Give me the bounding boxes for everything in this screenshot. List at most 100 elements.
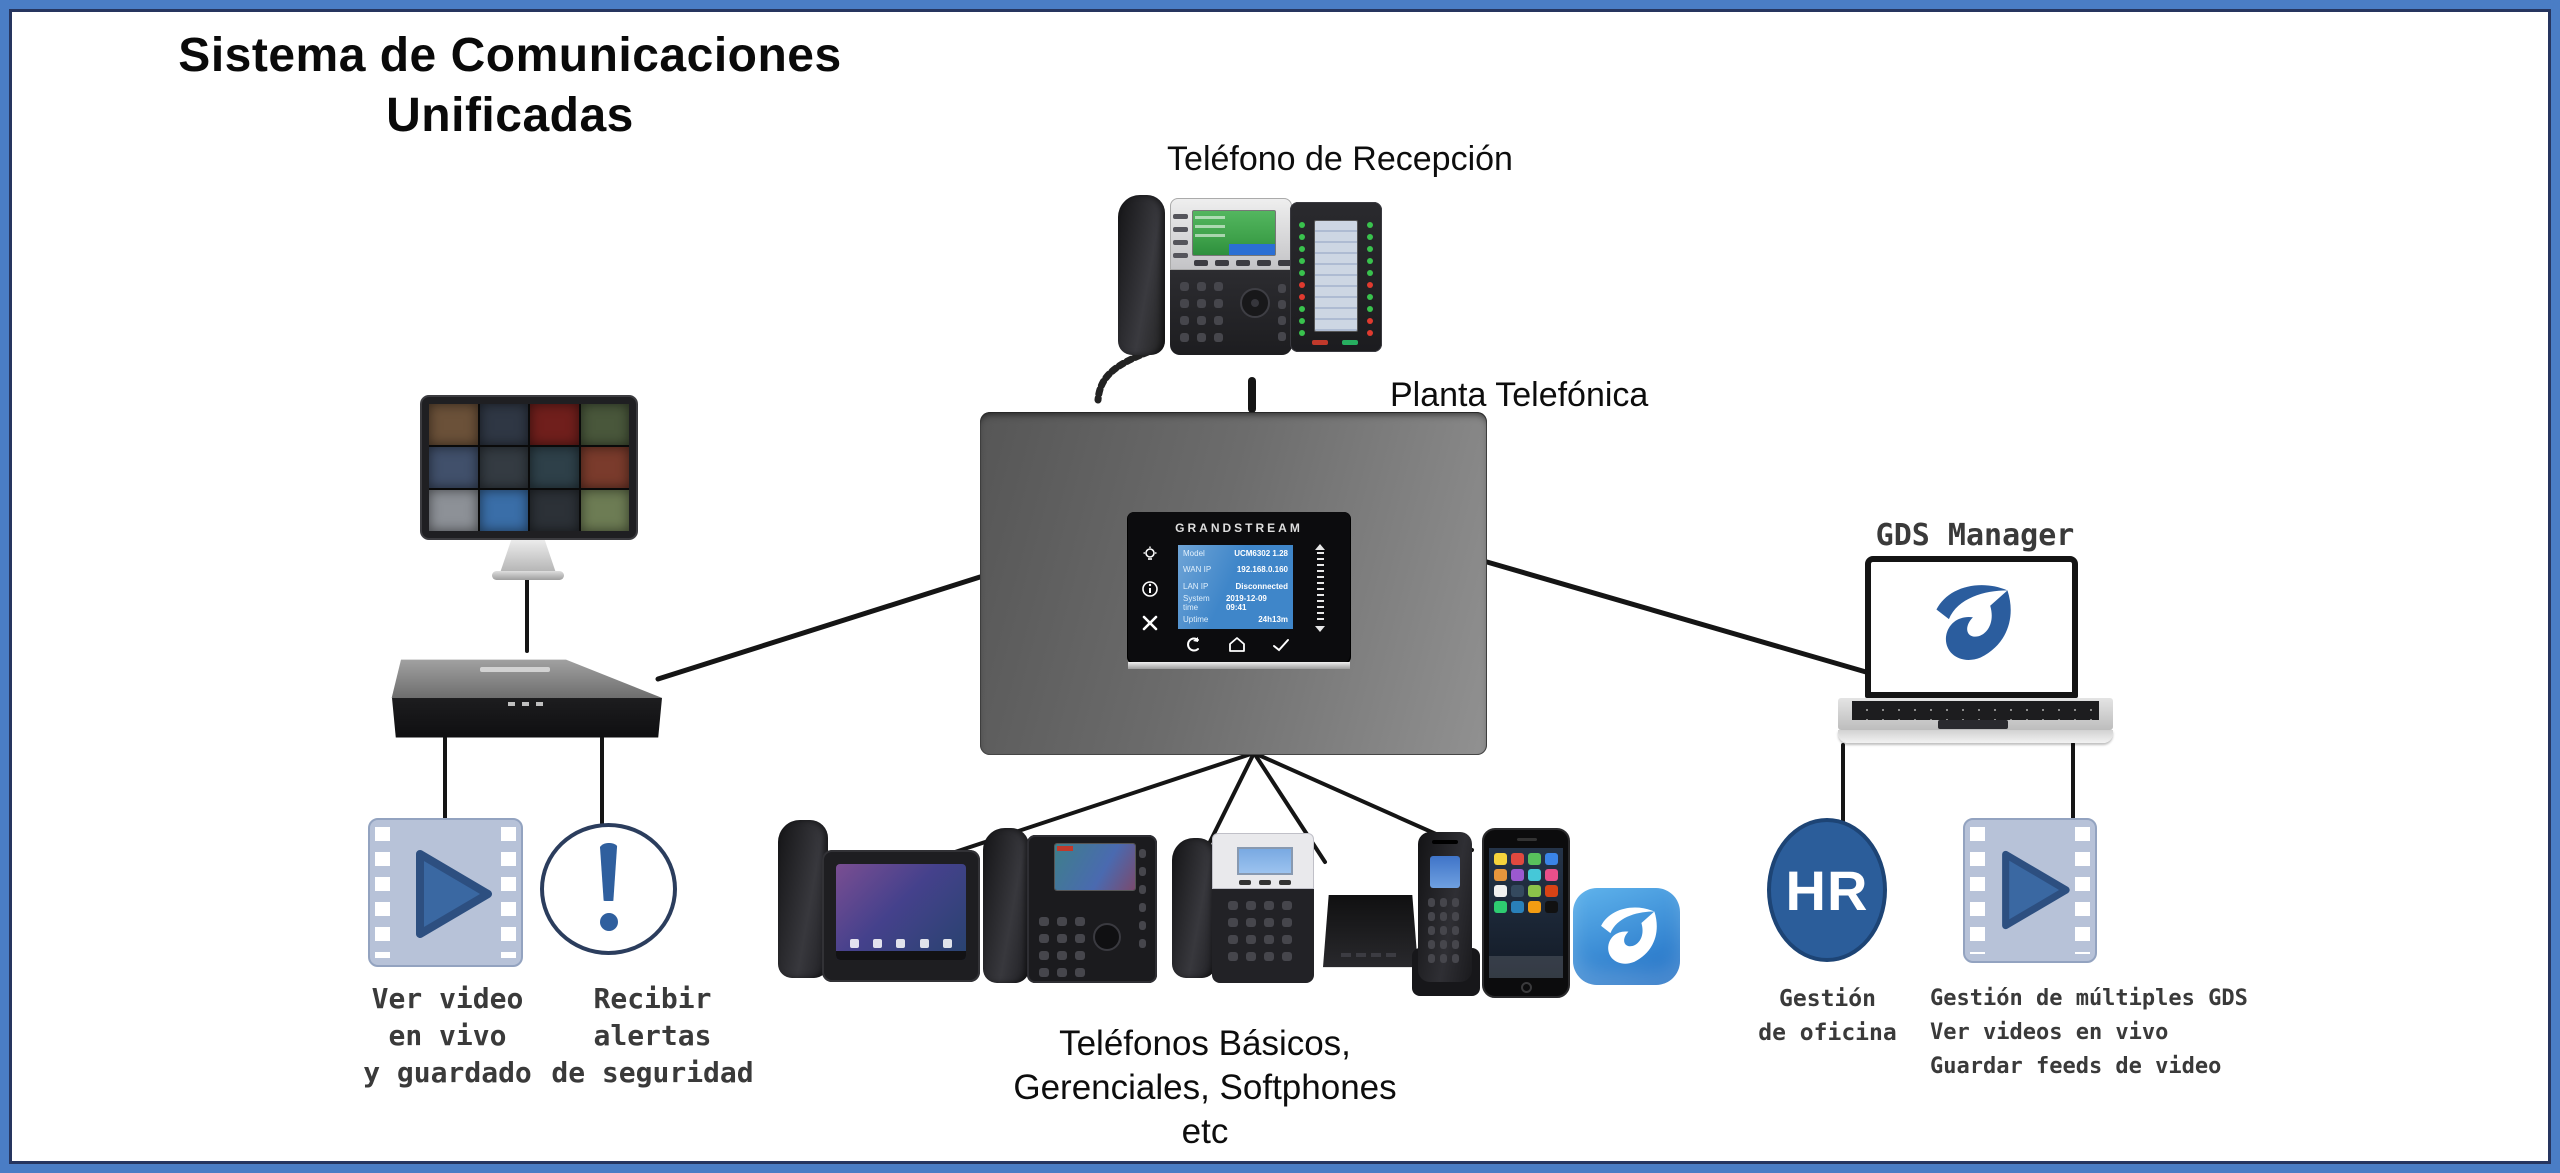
exclamation-bar xyxy=(599,843,618,901)
key-dot xyxy=(1452,954,1459,963)
key-dot xyxy=(1246,918,1256,927)
pbx-row-label: System time xyxy=(1183,594,1210,613)
phone-upper-panel xyxy=(1170,198,1346,270)
phone-screen xyxy=(1192,210,1276,256)
key-dot xyxy=(1039,968,1049,977)
home-button xyxy=(1521,982,1532,993)
film-holes xyxy=(2075,827,2090,954)
key-dot xyxy=(1440,898,1447,907)
key-dot xyxy=(1452,926,1459,935)
pbx-light-strip xyxy=(1128,662,1350,669)
pbx-row-label: LAN IP xyxy=(1183,581,1209,591)
line-key xyxy=(1173,214,1188,219)
pbx-screen-row: System time 2019-12-09 09:41 xyxy=(1178,594,1293,613)
monitor-stand xyxy=(500,540,556,573)
key-dot xyxy=(1139,903,1146,912)
film-holes xyxy=(1970,827,1985,954)
key-dot xyxy=(1264,935,1274,944)
film-holes xyxy=(375,827,390,958)
key-dot xyxy=(1428,912,1435,921)
key-dot xyxy=(1452,940,1459,949)
reception-phone-label: Teléfono de Recepción xyxy=(1167,140,1513,178)
key-dot xyxy=(1282,918,1292,927)
monitor-base xyxy=(492,571,564,580)
grid-cell xyxy=(1545,853,1558,865)
key-dot xyxy=(1440,912,1447,921)
led xyxy=(1367,222,1373,228)
play-icon xyxy=(2002,850,2070,930)
key-dot xyxy=(1057,917,1067,926)
label-line: y guardado xyxy=(363,1056,532,1089)
video-film-icon xyxy=(368,818,523,967)
executive-phone xyxy=(1027,835,1157,983)
key-dot xyxy=(1228,918,1238,927)
key-dot xyxy=(1278,300,1286,309)
led xyxy=(1299,294,1305,300)
grid-cell xyxy=(1528,901,1541,913)
basic-phone-lcd xyxy=(1237,847,1293,875)
grid-cell xyxy=(479,404,528,445)
pbx-row-value: UCM6302 1.28 xyxy=(1234,548,1288,558)
grid-cell xyxy=(1494,869,1507,881)
grid-cell xyxy=(479,490,528,531)
grid-cell xyxy=(1494,885,1507,897)
label-line: Teléfonos Básicos, xyxy=(1059,1024,1351,1063)
key-dot xyxy=(1180,299,1189,308)
led xyxy=(1299,246,1305,252)
video-phone-screen xyxy=(836,864,966,960)
grid-cell xyxy=(1545,869,1558,881)
led xyxy=(1299,234,1305,240)
key-dot xyxy=(1264,918,1274,927)
led xyxy=(1367,330,1373,336)
grid-cell xyxy=(530,447,579,488)
pbx-label: Planta Telefónica xyxy=(1390,376,1649,414)
keypad xyxy=(1228,901,1292,961)
pbx-row-value: 2019-12-09 09:41 xyxy=(1225,594,1267,613)
extension-module xyxy=(1290,202,1382,352)
key-dot xyxy=(1282,901,1292,910)
key-dot xyxy=(1139,867,1146,876)
key-dot xyxy=(1039,951,1049,960)
scroll-down-icon xyxy=(1315,626,1325,632)
grandstream-logo xyxy=(1936,585,2011,660)
basic-phone-faceplate xyxy=(1212,833,1314,889)
grid-cell xyxy=(1511,901,1524,913)
reception-phone xyxy=(1112,190,1387,358)
laptop-trackpad xyxy=(1938,720,2008,729)
video-phone xyxy=(822,850,980,982)
key-dot xyxy=(1075,951,1085,960)
led xyxy=(1299,318,1305,324)
cordless-screen xyxy=(1430,856,1460,888)
key-dot xyxy=(1278,316,1286,325)
grandstream-wave-logo xyxy=(1601,907,1657,964)
key-dot xyxy=(1180,316,1189,325)
key-dot xyxy=(1139,921,1146,930)
softkey xyxy=(1215,260,1229,266)
nvr-top-face xyxy=(391,659,663,698)
pbx-row-label: WAN IP xyxy=(1183,565,1212,575)
softphone-app-icon xyxy=(1573,888,1680,985)
key-dot xyxy=(1246,952,1256,961)
softkey xyxy=(1236,260,1250,266)
label-line: alertas xyxy=(593,1019,712,1052)
led xyxy=(1367,306,1373,312)
cordless-handset xyxy=(1418,832,1472,982)
led-column-left xyxy=(1299,222,1305,336)
film-holes xyxy=(501,827,516,958)
grid-cell xyxy=(429,490,478,531)
softkey xyxy=(1278,260,1292,266)
key-dot xyxy=(1282,952,1292,961)
grid-cell xyxy=(1545,885,1558,897)
led xyxy=(1367,258,1373,264)
pbx-row-label: Uptime xyxy=(1183,615,1209,625)
label-line: Gestión de múltiples GDS xyxy=(1930,986,2248,1011)
key-dot xyxy=(1039,917,1049,926)
label-line: de seguridad xyxy=(551,1056,754,1089)
led xyxy=(1299,330,1305,336)
